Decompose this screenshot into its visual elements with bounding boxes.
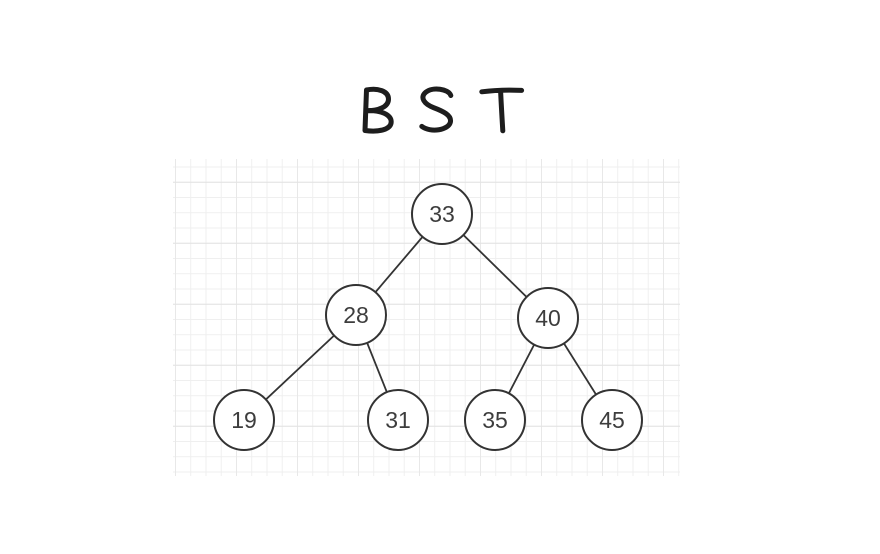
node-value: 28	[343, 302, 369, 328]
tree-node-40: 40	[517, 287, 579, 349]
tree-node-31: 31	[367, 389, 429, 451]
tree-node-19: 19	[213, 389, 275, 451]
node-circle	[411, 183, 473, 245]
tree-node-33: 33	[411, 183, 473, 245]
node-value: 19	[231, 407, 257, 433]
title-letter-t	[479, 87, 525, 134]
page-title	[362, 86, 525, 134]
node-circle	[517, 287, 579, 349]
node-circle	[581, 389, 643, 451]
node-value: 45	[599, 407, 625, 433]
tree-layer: 33 28 40 19 31 35 45	[213, 183, 643, 451]
node-circle	[464, 389, 526, 451]
title-letter-s	[419, 86, 454, 133]
title-letter-b	[362, 86, 394, 134]
tree-node-45: 45	[581, 389, 643, 451]
node-circle	[325, 284, 387, 346]
node-circle	[367, 389, 429, 451]
node-value: 33	[429, 201, 455, 227]
node-circle	[213, 389, 275, 451]
tree-node-35: 35	[464, 389, 526, 451]
tree-node-28: 28	[325, 284, 387, 346]
node-value: 31	[385, 407, 411, 433]
node-value: 35	[482, 407, 508, 433]
node-value: 40	[535, 305, 561, 331]
